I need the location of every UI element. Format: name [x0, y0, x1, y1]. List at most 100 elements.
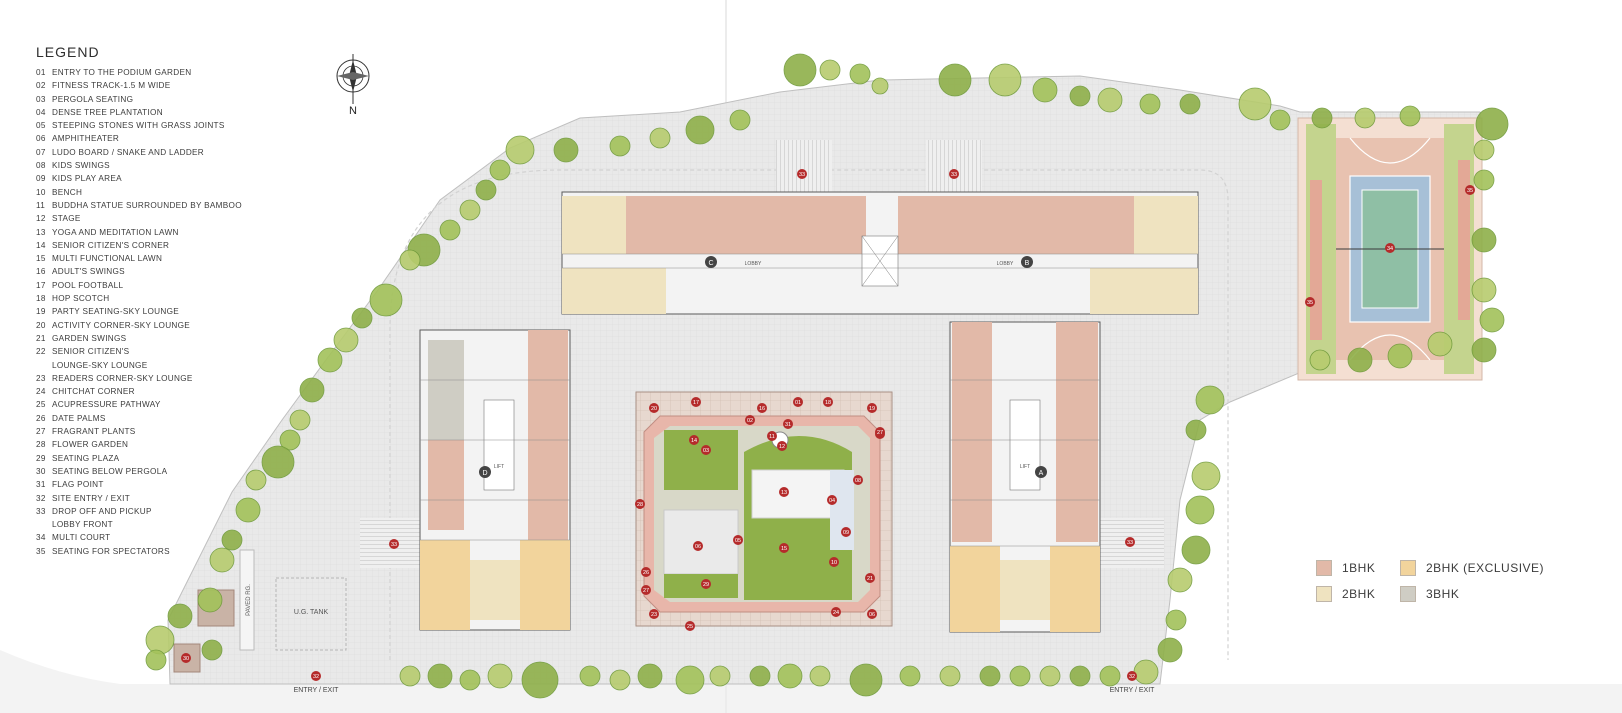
marker-number: 23: [651, 612, 657, 618]
marker-number: 32: [313, 674, 319, 680]
marker-number: 33: [951, 172, 957, 178]
tree-icon: [1009, 665, 1031, 687]
amenity-marker: 06: [693, 541, 703, 551]
tree-icon: [351, 307, 373, 329]
marker-number: 24: [833, 610, 839, 616]
building-wing-a: [949, 321, 1101, 633]
wing-c-letter: C: [708, 260, 713, 267]
legend-item-number: 07: [36, 147, 46, 157]
amenity-marker: 17: [691, 397, 701, 407]
key-label-2bhk-exclusive: 2BHK (EXCLUSIVE): [1426, 561, 1545, 575]
legend-item-label: YOGA AND MEDITATION LAWN: [52, 227, 179, 237]
compass-letter: N: [349, 105, 357, 117]
tree-icon: [1475, 107, 1509, 141]
amenity-marker: 16: [757, 403, 767, 413]
tree-icon: [1471, 337, 1497, 363]
tree-icon: [521, 661, 559, 699]
legend-item-label: READERS CORNER-SKY LOUNGE: [52, 373, 193, 383]
legend-item-label: DATE PALMS: [52, 413, 106, 423]
tree-icon: [1354, 107, 1376, 129]
tree-icon: [1185, 419, 1207, 441]
marker-number: 30: [183, 656, 189, 662]
wing-d-badge: D: [479, 466, 491, 478]
tree-icon: [399, 665, 421, 687]
tree-icon: [1471, 277, 1497, 303]
amenity-marker: 01: [793, 397, 803, 407]
marker-dot: [1305, 297, 1315, 307]
amenity-marker: 28: [635, 499, 645, 509]
amenity-marker: 35: [1465, 185, 1475, 195]
marker-number: 09: [843, 530, 849, 536]
legend-item-number: 15: [36, 254, 46, 264]
legend-item-number: 08: [36, 161, 46, 171]
amenity-marker: 19: [867, 403, 877, 413]
legend-item-label: ENTRY TO THE PODIUM GARDEN: [52, 68, 192, 77]
tree-icon: [819, 59, 841, 81]
building-wings-c-b: [561, 191, 1199, 315]
marker-number: 33: [1127, 540, 1133, 546]
legend-item-number: 13: [36, 227, 46, 237]
tree-icon: [299, 377, 325, 403]
marker-number: 20: [651, 406, 657, 412]
legend-item-label: AMPHITHEATER: [52, 134, 120, 144]
marker-dot: [1465, 185, 1475, 195]
tree-icon: [1195, 385, 1225, 415]
wing-a-badge: A: [1035, 466, 1047, 478]
legend-item-label: MULTI COURT: [52, 533, 111, 543]
legend-item-label: CHITCHAT CORNER: [52, 387, 135, 397]
tree-icon: [1347, 347, 1373, 373]
marker-number: 01: [795, 400, 801, 406]
legend-item-label: FLOWER GARDEN: [52, 440, 129, 450]
ug-tank-label: U.G. TANK: [294, 609, 329, 616]
legend-item-label: SEATING FOR SPECTATORS: [52, 546, 170, 556]
tree-icon: [1133, 659, 1159, 685]
tree-icon: [637, 663, 663, 689]
legend-item-number: 12: [36, 214, 46, 224]
marker-number: 14: [691, 438, 697, 444]
tree-icon: [145, 625, 175, 655]
marker-dot: [701, 579, 711, 589]
tree-icon: [201, 639, 223, 661]
marker-dot: [797, 169, 807, 179]
legend-item-label: STAGE: [52, 214, 81, 224]
legend-item-number: 09: [36, 174, 46, 184]
tree-icon: [145, 649, 167, 671]
amenity-marker: 26: [641, 567, 651, 577]
amenity-marker: 33: [949, 169, 959, 179]
tree-icon: [709, 665, 731, 687]
tree-icon: [729, 109, 751, 131]
tree-icon: [1097, 87, 1123, 113]
legend-item-label: DROP OFF AND PICKUP: [52, 506, 152, 516]
wing-b-badge: B: [1021, 256, 1033, 268]
legend-item-number: 06: [36, 134, 46, 144]
marker-dot: [867, 609, 877, 619]
marker-dot: [635, 499, 645, 509]
marker-number: 32: [1129, 674, 1135, 680]
marker-dot: [689, 435, 699, 445]
tree-icon: [899, 665, 921, 687]
legend-item: 12 STAGE: [36, 212, 316, 225]
legend-item: LOUNGE-SKY LOUNGE: [36, 359, 316, 372]
tree-icon: [609, 135, 631, 157]
marker-dot: [779, 543, 789, 553]
amenity-marker: 13: [779, 487, 789, 497]
north-arrow-icon: [336, 54, 370, 104]
legend-item-label: ACUPRESSURE PATHWAY: [52, 400, 161, 410]
marker-number: 11: [769, 434, 775, 440]
marker-dot: [1385, 243, 1395, 253]
legend-item-number: 25: [36, 400, 46, 410]
marker-dot: [693, 541, 703, 551]
tree-icon: [939, 665, 961, 687]
tree-icon: [1238, 87, 1272, 121]
marker-dot: [831, 607, 841, 617]
marker-number: 04: [829, 498, 835, 504]
